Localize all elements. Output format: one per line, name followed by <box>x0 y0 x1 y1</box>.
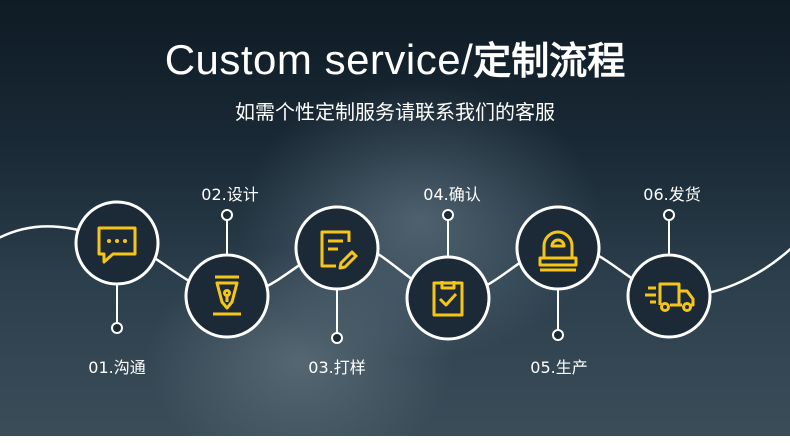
clipboard-check-icon <box>432 281 464 317</box>
step-2-label: 02.设计 <box>201 185 259 204</box>
step-2-marker <box>184 209 270 339</box>
step-6-marker <box>626 209 712 339</box>
title-english: Custom service/ <box>164 36 474 83</box>
chat-bubble-icon <box>97 226 137 264</box>
document-edit-icon <box>320 230 358 270</box>
step-3-label: 03.打样 <box>308 358 366 377</box>
process-flow <box>74 200 712 344</box>
delivery-truck-icon <box>645 282 695 312</box>
title-chinese: 定制流程 <box>473 39 626 83</box>
step-5-marker <box>515 205 601 341</box>
step-1-label: 01.沟通 <box>88 358 146 377</box>
step-3-marker <box>294 205 380 344</box>
pen-nib-icon <box>213 275 241 316</box>
step-4-label: 04.确认 <box>423 185 481 204</box>
factory-machine-icon <box>538 230 578 272</box>
bottom-border <box>0 436 790 445</box>
step-4-marker <box>405 209 491 341</box>
step-5-label: 05.生产 <box>530 358 588 377</box>
process-banner: Custom service/定制流程 如需个性定制服务请联系我们的客服 <box>0 0 790 436</box>
step-6-label: 06.发货 <box>643 185 701 204</box>
page-title: Custom service/定制流程 <box>0 32 790 89</box>
step-1-marker <box>74 200 160 334</box>
page-subtitle: 如需个性定制服务请联系我们的客服 <box>235 100 555 124</box>
